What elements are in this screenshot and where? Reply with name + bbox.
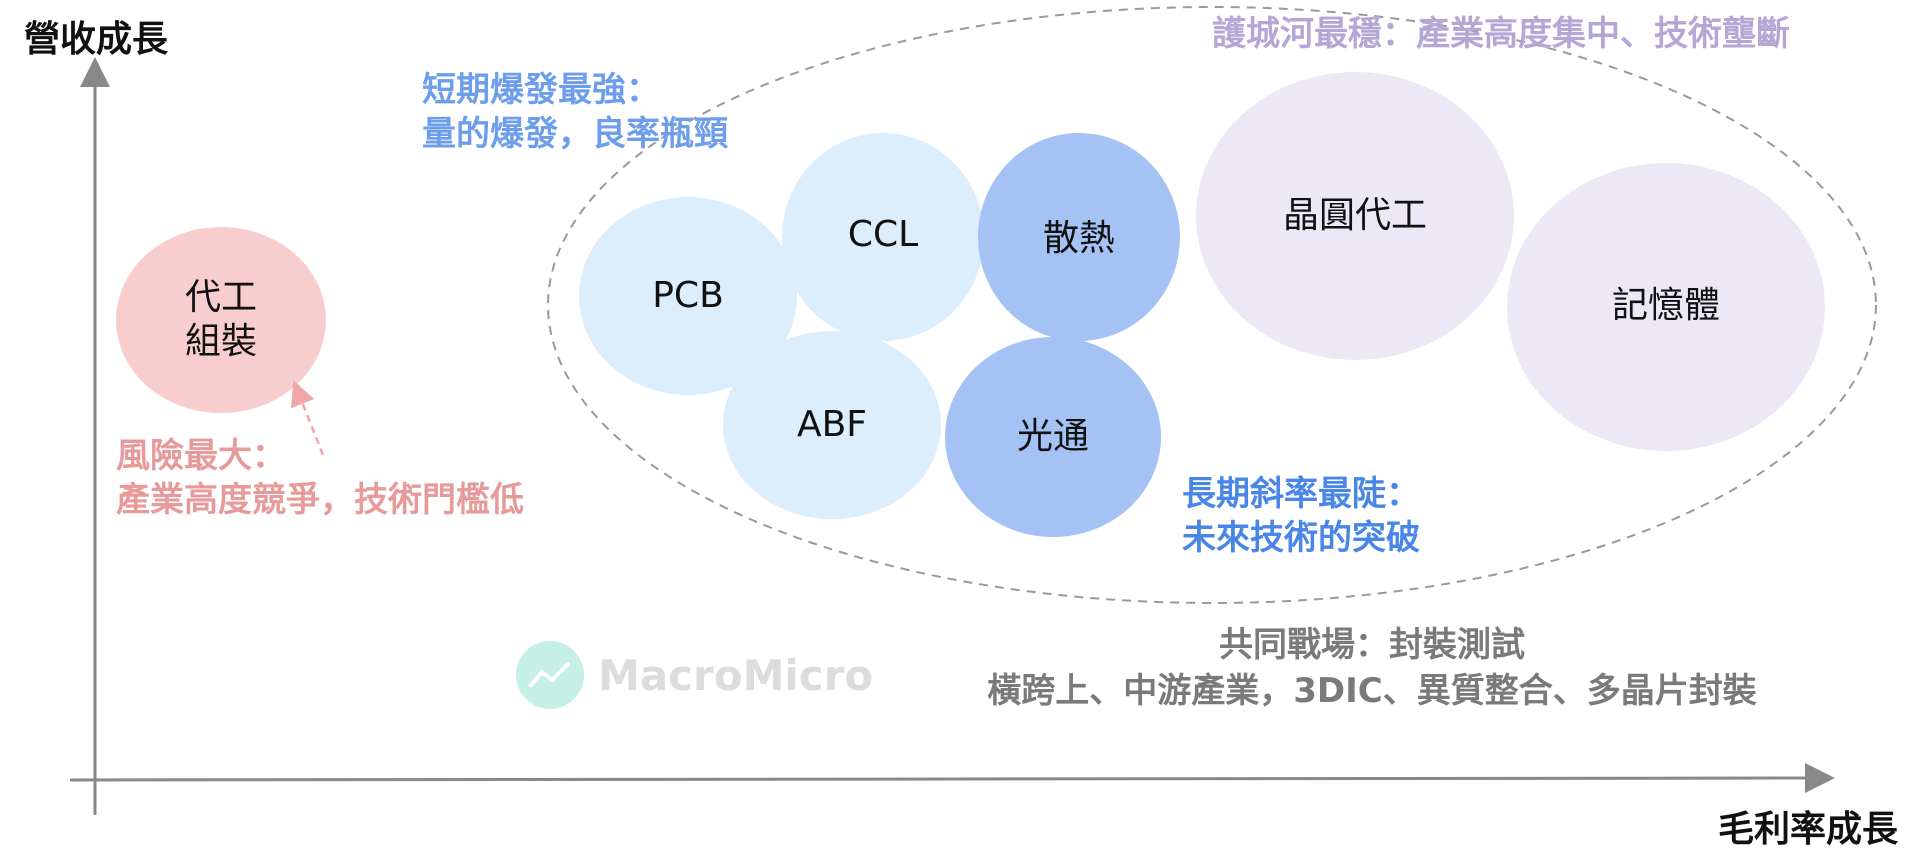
common-arena-line1: 共同戰場：封裝測試	[1218, 625, 1525, 665]
bubble-optical	[945, 337, 1161, 537]
bubble-oem-label: 代工 組裝	[185, 276, 257, 364]
moat-note: 護城河最穩：產業高度集中、技術壟斷	[1212, 14, 1790, 54]
x-axis-title: 毛利率成長	[1718, 809, 1899, 850]
bubble-oem-label-line2: 組裝	[184, 321, 258, 362]
risk-note-line2: 產業高度競爭，技術門檻低	[116, 480, 524, 520]
short-term-note-line2: 量的爆發，良率瓶頸	[422, 114, 728, 154]
watermark: MacroMicro	[516, 640, 873, 710]
bubble-memory	[1507, 163, 1825, 451]
bubble-memory-label: 記憶體	[1611, 285, 1721, 326]
bubble-thermal	[978, 133, 1180, 341]
bubble-pcb-label: PCB	[652, 275, 724, 316]
watermark-brand: MacroMicro	[598, 650, 874, 700]
bubble-foundry	[1196, 72, 1514, 360]
bubble-oem-label-line1: 代工	[184, 277, 258, 318]
risk-note: 風險最大： 產業高度競爭，技術門檻低	[116, 434, 524, 522]
bubble-pcb	[579, 197, 797, 395]
bubble-foundry-label: 晶圓代工	[1282, 195, 1428, 236]
risk-note-line1: 風險最大：	[116, 436, 286, 476]
bubble-ccl	[782, 133, 984, 341]
x-axis	[69, 763, 1835, 794]
moat-ellipse	[547, 6, 1877, 604]
short-term-note-line1: 短期爆發最強：	[422, 70, 660, 110]
short-term-note: 短期爆發最強： 量的爆發，良率瓶頸	[422, 68, 728, 156]
long-term-note-line1: 長期斜率最陡：	[1182, 474, 1420, 514]
bubble-thermal-label: 散熱	[1042, 218, 1116, 259]
common-arena-line2: 橫跨上、中游產業，3DIC、異質整合、多晶片封裝	[987, 671, 1757, 711]
macromicro-logo-icon	[516, 641, 584, 709]
y-axis-title: 營收成長	[24, 19, 169, 60]
bubble-oem	[116, 227, 326, 413]
long-term-note: 長期斜率最陡： 未來技術的突破	[1182, 472, 1420, 560]
long-term-note-line2: 未來技術的突破	[1182, 518, 1420, 558]
bubble-ccl-label: CCL	[847, 214, 919, 255]
bubble-optical-label: 光通	[1016, 416, 1090, 457]
bubble-abf	[723, 331, 941, 519]
common-arena-text: 共同戰場：封裝測試 橫跨上、中游產業，3DIC、異質整合、多晶片封裝	[987, 622, 1756, 714]
bubble-abf-label: ABF	[796, 404, 868, 445]
